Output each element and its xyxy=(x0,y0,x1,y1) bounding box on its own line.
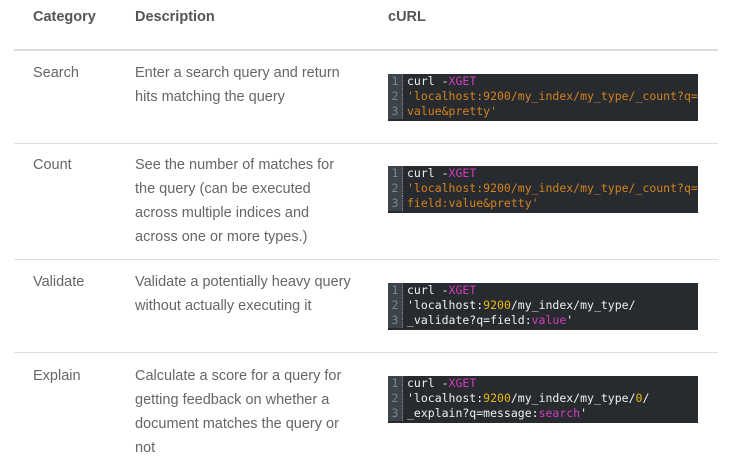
line-number: 3 xyxy=(388,196,403,211)
code-line: 3 value&pretty' xyxy=(388,104,698,119)
code-token: search xyxy=(538,406,581,420)
code-token: /my_index/my_type/ xyxy=(510,298,636,312)
code-token: _explain?q=message: xyxy=(407,406,539,420)
code-token: 'localhost: xyxy=(407,298,484,312)
code-token: ' xyxy=(566,313,574,327)
header-curl: cURL xyxy=(388,9,426,25)
row-description: Validate a potentially heavy query witho… xyxy=(135,274,351,314)
code-token: value&pretty' xyxy=(407,104,498,118)
line-number: 2 xyxy=(388,391,403,406)
row-divider xyxy=(14,352,718,353)
code-token: _validate?q=field: xyxy=(407,313,532,327)
line-number: 1 xyxy=(388,166,403,181)
line-number: 1 xyxy=(388,74,403,89)
line-number: 1 xyxy=(388,376,403,391)
code-token: / xyxy=(642,391,650,405)
code-token: 'localhost:9200/my_index/my_type/_count?… xyxy=(407,181,698,195)
row-divider xyxy=(14,259,718,260)
code-token: XGET xyxy=(448,74,477,88)
code-token: XGET xyxy=(448,283,477,297)
curl-code-block[interactable]: 1 curl -XGET 2 'localhost:9200/my_index/my_… xyxy=(388,74,698,121)
code-token: curl - xyxy=(407,74,449,88)
code-token: value xyxy=(531,313,567,327)
line-number: 3 xyxy=(388,406,403,421)
code-token: 'localhost:9200/my_index/my_type/_count?… xyxy=(407,89,698,103)
line-number: 3 xyxy=(388,104,403,119)
code-line: 2 'localhost:9200/my_index/my_type/_count… xyxy=(388,181,698,196)
code-line: 1 curl -XGET xyxy=(388,283,698,298)
code-line: 2 'localhost:9200/my_index/my_type/0/ xyxy=(388,391,698,406)
row-category: Search xyxy=(33,65,79,81)
line-number: 1 xyxy=(388,283,403,298)
line-number: 2 xyxy=(388,89,403,104)
curl-code-block[interactable]: 1 curl -XGET 2 'localhost:9200/my_index/my_… xyxy=(388,283,698,330)
code-token: curl - xyxy=(407,376,449,390)
code-token: curl - xyxy=(407,283,449,297)
row-description: Enter a search query and return hits mat… xyxy=(135,65,340,105)
code-line: 1 curl -XGET xyxy=(388,376,698,391)
code-token: 9200 xyxy=(483,391,511,405)
header-description: Description xyxy=(135,9,215,25)
row-description: See the number of matches for the query … xyxy=(135,157,335,245)
row-category: Count xyxy=(33,157,72,173)
code-token: curl - xyxy=(407,166,449,180)
code-token: ' xyxy=(580,406,588,420)
line-number: 3 xyxy=(388,313,403,328)
row-category: Validate xyxy=(33,274,85,290)
code-token: field:value&pretty' xyxy=(407,196,539,210)
code-token: XGET xyxy=(448,376,477,390)
line-number: 2 xyxy=(388,298,403,313)
header-divider xyxy=(14,49,718,51)
row-category: Explain xyxy=(33,368,81,384)
header-category: Category xyxy=(33,9,96,25)
code-line: 1 curl -XGET xyxy=(388,166,698,181)
code-token: 0 xyxy=(635,391,643,405)
code-line: 3 _validate?q=field:value' xyxy=(388,313,698,328)
code-token: /my_index/my_type/ xyxy=(510,391,636,405)
code-line: 3 field:value&pretty' xyxy=(388,196,698,211)
code-line: 2 'localhost:9200/my_index/my_type/ xyxy=(388,298,698,313)
row-description: Calculate a score for a query for gettin… xyxy=(135,368,342,456)
code-line: 2 'localhost:9200/my_index/my_type/_count… xyxy=(388,89,698,104)
line-number: 2 xyxy=(388,181,403,196)
code-token: 'localhost: xyxy=(407,391,484,405)
code-line: 3 _explain?q=message:search' xyxy=(388,406,698,421)
row-divider xyxy=(14,143,718,144)
curl-code-block[interactable]: 1 curl -XGET 2 'localhost:9200/my_index/my_… xyxy=(388,166,698,213)
curl-code-block[interactable]: 1 curl -XGET 2 'localhost:9200/my_index/my_… xyxy=(388,376,698,423)
code-token: 9200 xyxy=(483,298,511,312)
code-line: 1 curl -XGET xyxy=(388,74,698,89)
code-token: XGET xyxy=(448,166,477,180)
